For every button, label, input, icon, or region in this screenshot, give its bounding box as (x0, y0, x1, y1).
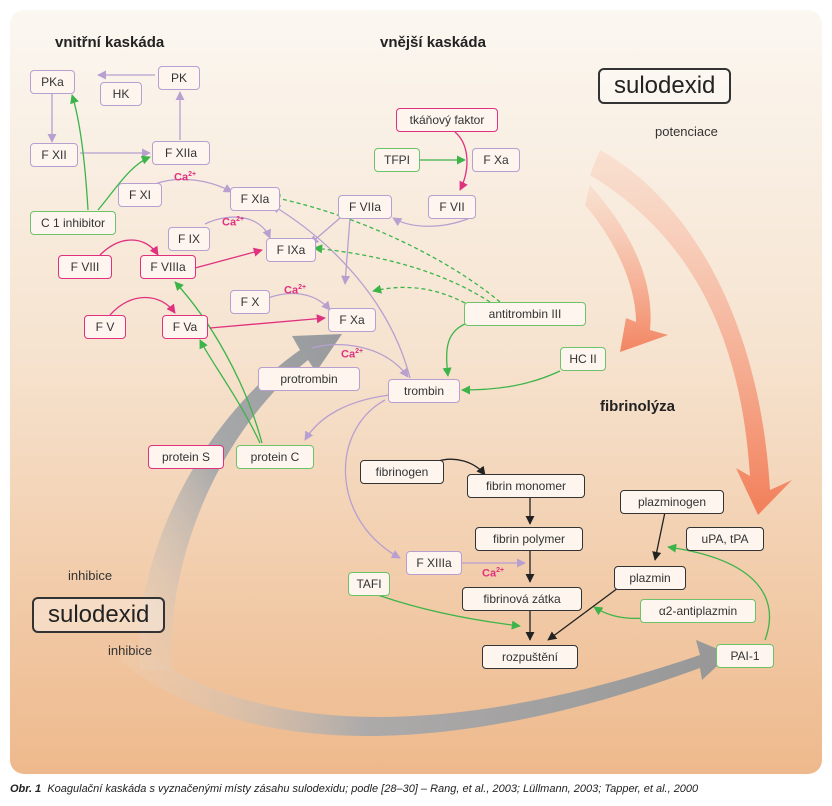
node-pk: PK (158, 66, 200, 90)
heading-intrinsic: vnitřní kaskáda (55, 34, 165, 51)
node-tfpi: TFPI (374, 148, 420, 172)
node-protein-s: protein S (148, 445, 224, 469)
node-fibrinogen: fibrinogen (360, 460, 444, 484)
inhibition-label-top: inhibice (68, 568, 113, 583)
node-plasminogen: plazminogen (620, 490, 724, 514)
node-fviii: F VIII (58, 255, 112, 279)
caption-label: Obr. 1 (10, 783, 42, 795)
node-fix: F IX (168, 227, 210, 251)
calcium-label: Ca2+ (284, 284, 306, 297)
potentiation-label: potenciace (655, 124, 718, 139)
heading-extrinsic: vnější kaskáda (380, 34, 486, 51)
calcium-symbol: Ca (174, 171, 189, 184)
node-fviiia: F VIIIa (140, 255, 196, 279)
calcium-charge: 2+ (188, 171, 197, 178)
node-antithrombin: antitrombin III (464, 302, 586, 326)
calcium-charge: 2+ (355, 348, 364, 355)
sulodexid-top-box: sulodexid (598, 68, 732, 104)
calcium-label: Ca2+ (482, 567, 504, 580)
node-fibrin-polymer: fibrin polymer (475, 527, 583, 551)
node-fvii: F VII (428, 195, 476, 219)
node-upa-tpa: uPA, tPA (686, 527, 764, 551)
inhibition-label-bottom: inhibice (108, 643, 153, 658)
node-hk: HK (100, 82, 142, 106)
node-antiplasmin: α2-antiplazmin (640, 599, 756, 623)
node-pai1: PAI-1 (716, 644, 774, 668)
calcium-label: Ca2+ (222, 216, 244, 229)
node-fixa: F IXa (266, 238, 316, 262)
node-fva: F Va (162, 315, 208, 339)
node-fxa: F Xa (328, 308, 376, 332)
node-fxii: F XII (30, 143, 78, 167)
node-fibrin-plug: fibrinová zátka (462, 587, 582, 611)
node-pka: PKa (30, 70, 75, 94)
node-plasmin: plazmin (614, 566, 686, 590)
calcium-charge: 2+ (298, 284, 307, 291)
node-hcii: HC II (560, 347, 606, 371)
node-fxa-extrinsic: F Xa (472, 148, 520, 172)
node-tafi: TAFI (348, 572, 390, 596)
node-fxiiia: F XIIIa (406, 551, 462, 575)
calcium-symbol: Ca (482, 567, 497, 580)
calcium-label: Ca2+ (341, 348, 363, 361)
calcium-symbol: Ca (341, 348, 356, 361)
node-tissue-factor: tkáňový faktor (396, 108, 498, 132)
node-c1-inhibitor: C 1 inhibitor (30, 211, 116, 235)
node-prothrombin: protrombin (258, 367, 360, 391)
node-fx: F X (230, 290, 270, 314)
figure-caption: Obr. 1 Koagulační kaskáda s vyznačenými … (10, 783, 698, 795)
node-fxi: F XI (118, 183, 162, 207)
calcium-symbol: Ca (222, 216, 237, 229)
node-fviia: F VIIa (338, 195, 392, 219)
caption-text: Koagulační kaskáda s vyznačenými místy z… (47, 783, 699, 795)
calcium-charge: 2+ (236, 216, 245, 223)
node-protein-c: protein C (236, 445, 314, 469)
node-fv: F V (84, 315, 126, 339)
heading-fibrinolysis: fibrinolýza (600, 398, 676, 415)
node-thrombin: trombin (388, 379, 460, 403)
node-fibrin-monomer: fibrin monomer (467, 474, 585, 498)
node-fxia: F XIa (230, 187, 280, 211)
calcium-symbol: Ca (284, 284, 299, 297)
node-fxiia: F XIIa (152, 141, 210, 165)
calcium-label: Ca2+ (174, 171, 196, 184)
calcium-charge: 2+ (496, 567, 505, 574)
node-dissolution: rozpuštění (482, 645, 578, 669)
sulodexid-bottom-box: sulodexid (32, 597, 166, 633)
